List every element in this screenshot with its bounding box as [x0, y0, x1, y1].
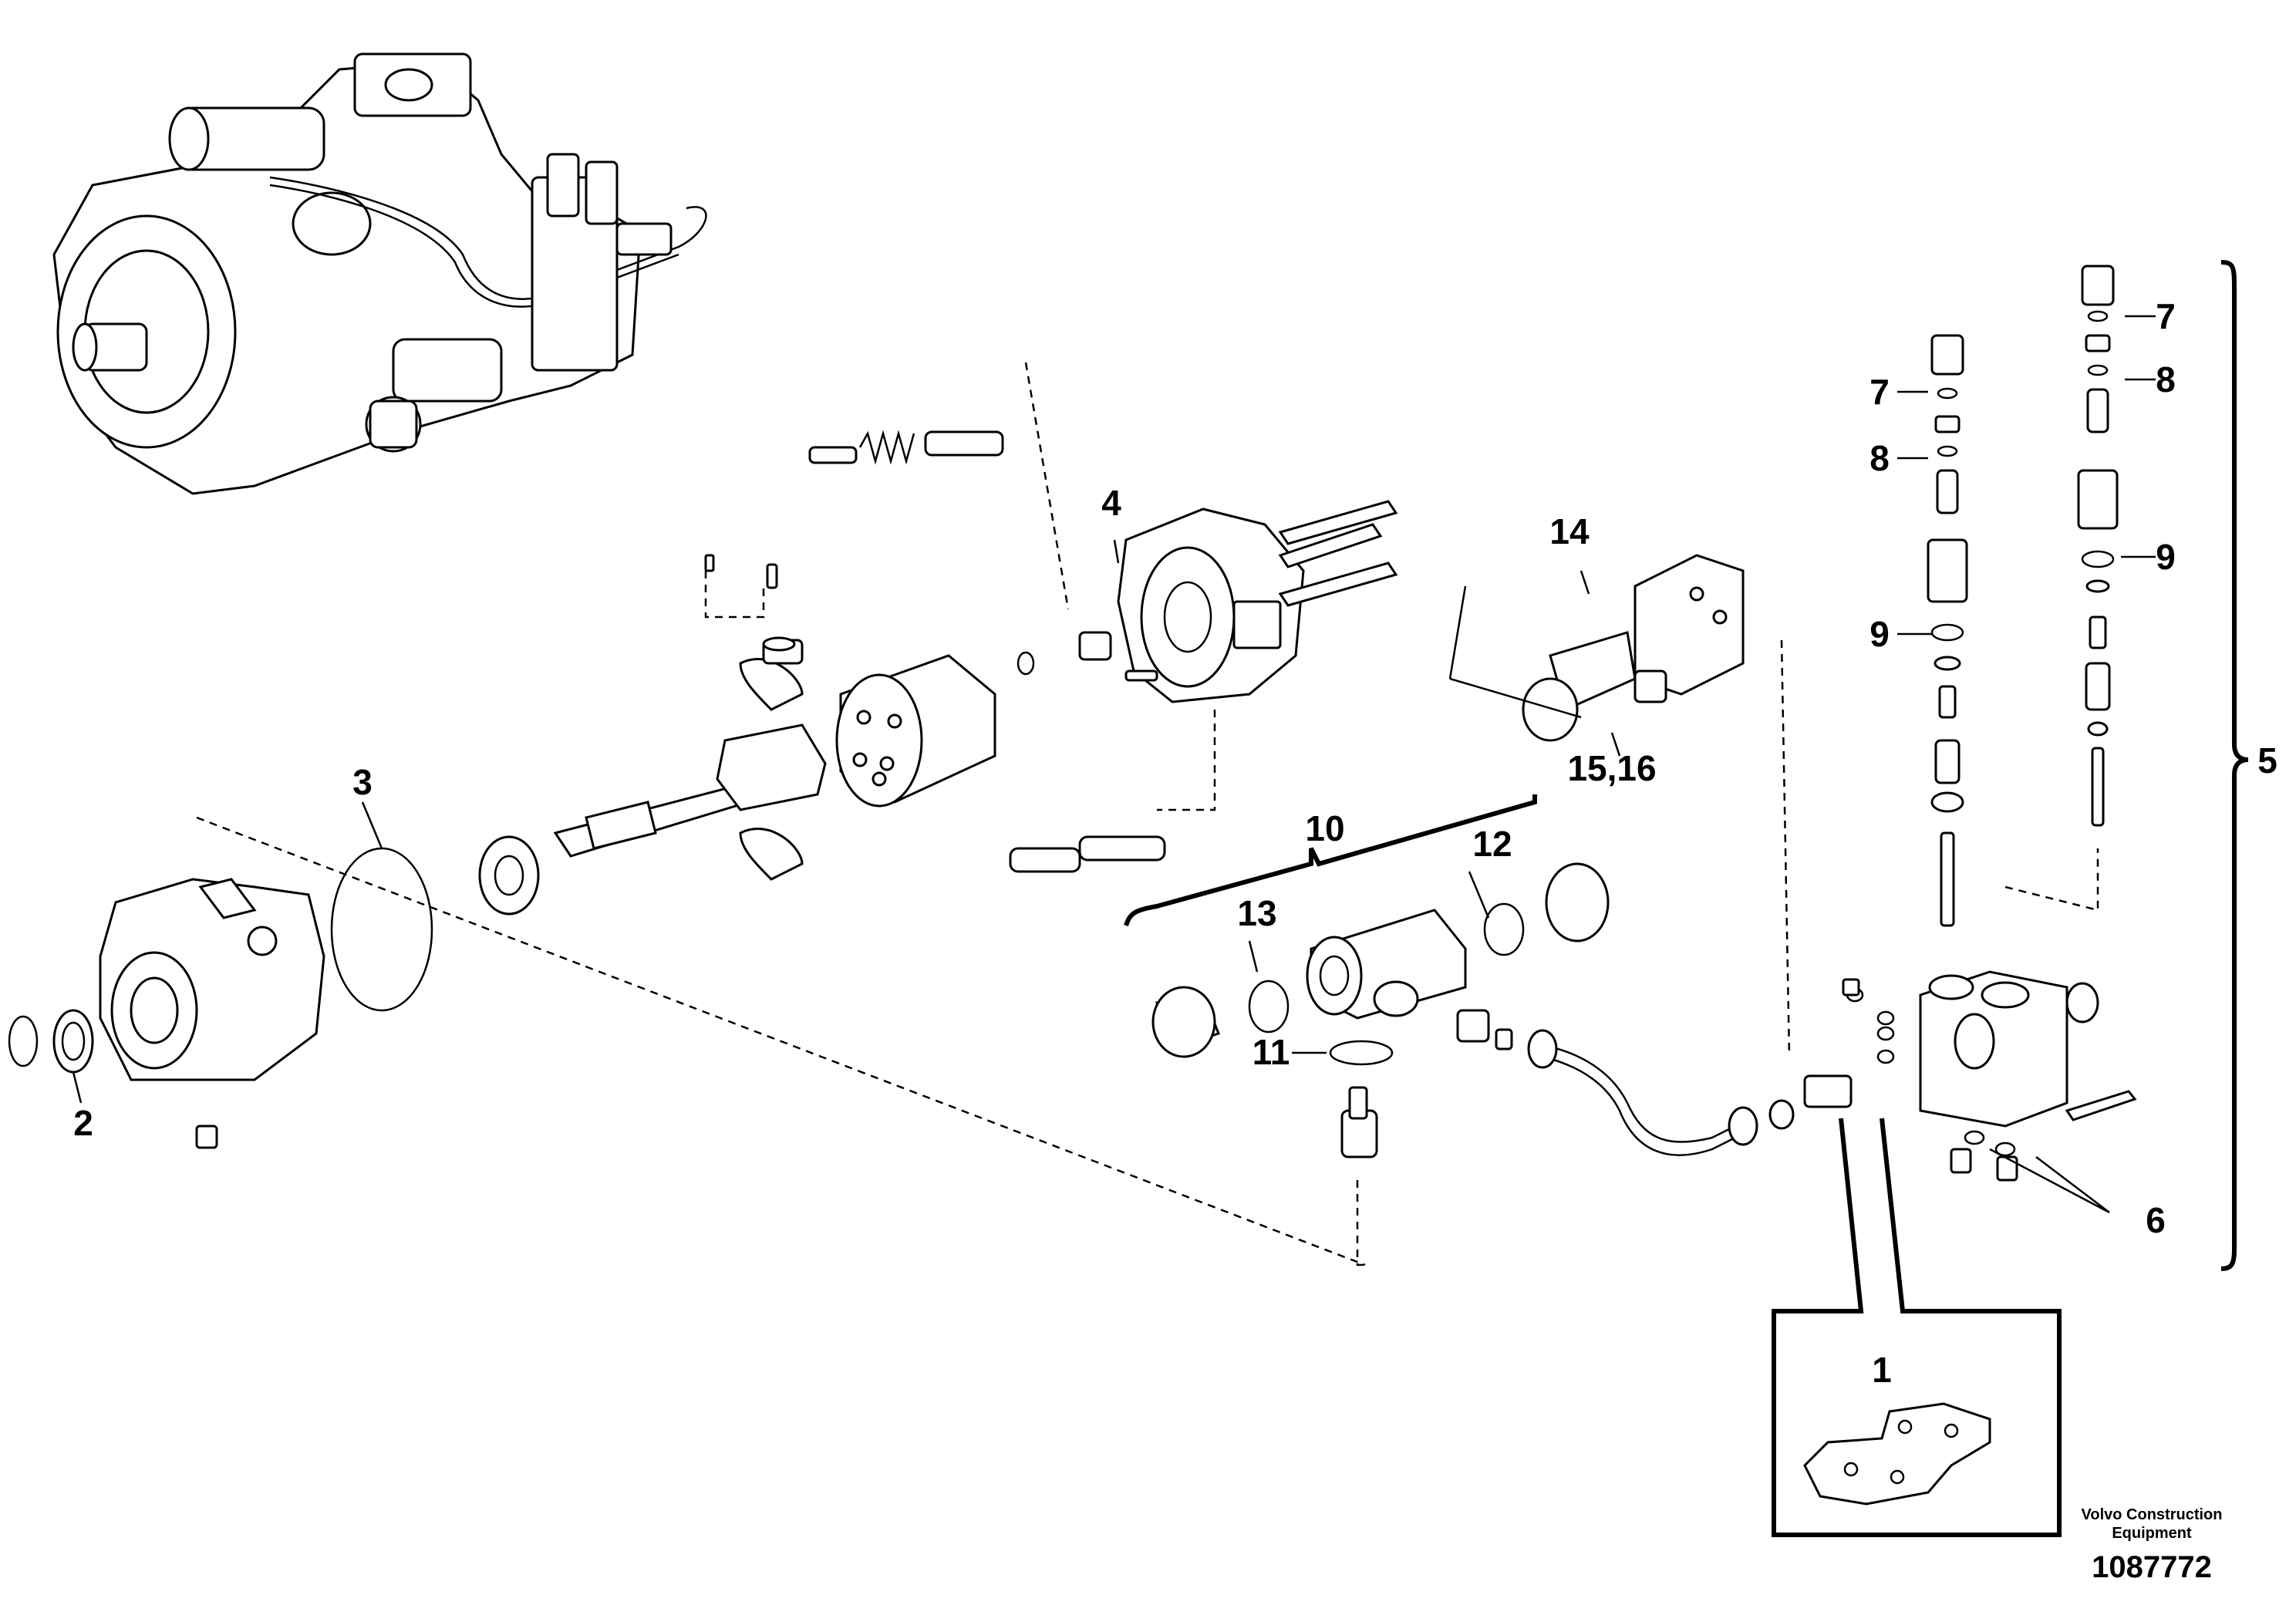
bushing-pins-illustration — [1009, 669, 1166, 873]
callout-9-right: 9 — [2156, 537, 2176, 577]
drawing-number: 1087772 — [2092, 1550, 2212, 1584]
callout-7-right: 7 — [2156, 296, 2176, 336]
small-pins-illustration — [704, 554, 796, 652]
group-brackets — [1124, 260, 2249, 1271]
brand-line-1: Volvo Construction — [2082, 1506, 2223, 1523]
valve-block-illustration — [1842, 970, 2137, 1182]
callout-2: 2 — [73, 1103, 93, 1143]
o-ring-large-illustration — [330, 847, 433, 1012]
relief-valve-spring-illustration — [808, 430, 1004, 465]
control-valve-body-illustration — [1151, 862, 1610, 1158]
callout-11: 11 — [1253, 1032, 1290, 1072]
swash-plate-illustration — [716, 639, 827, 881]
callout-8-left: 8 — [1870, 438, 1890, 478]
callout-1: 1 — [1872, 1350, 1892, 1390]
spool-stack-left-illustration — [1927, 334, 1968, 927]
callout-labels: 1 2 3 4 5 6 7 7 8 8 9 9 10 11 12 13 14 1… — [73, 296, 2277, 1390]
seal-ring-illustration — [8, 1009, 94, 1074]
callout-9-left: 9 — [1870, 614, 1890, 654]
callout-14: 14 — [1549, 511, 1590, 551]
pipe-line-illustration — [1527, 1029, 1853, 1156]
footer-identification: Volvo Construction Equipment 1087772 — [2082, 1506, 2223, 1584]
callout-4: 4 — [1101, 483, 1121, 523]
callout-3: 3 — [352, 762, 373, 802]
gasket-inset-box — [1772, 1118, 2062, 1537]
cylinder-block-illustration — [835, 654, 996, 808]
valve-plate-housing-illustration — [1017, 500, 1398, 703]
callout-7-left: 7 — [1870, 372, 1890, 412]
callout-13: 13 — [1237, 893, 1276, 933]
brand-line-2: Equipment — [2112, 1525, 2192, 1542]
shaft-and-bearing-illustration — [478, 785, 750, 916]
callout-15-16: 15,16 — [1567, 748, 1656, 788]
spool-stack-right-illustration — [2077, 265, 2119, 827]
callout-6: 6 — [2146, 1200, 2166, 1240]
reference-dashed-lines — [196, 362, 2099, 1266]
leader-lines — [72, 315, 2156, 1214]
callout-10: 10 — [1305, 808, 1344, 848]
callout-5: 5 — [2257, 740, 2277, 781]
cover-plate-illustration — [99, 878, 325, 1149]
callout-8-right: 8 — [2156, 359, 2176, 400]
solenoid-valve-illustration — [1522, 554, 1745, 742]
callout-12: 12 — [1472, 824, 1512, 864]
assembled-pump-illustration — [52, 52, 707, 495]
